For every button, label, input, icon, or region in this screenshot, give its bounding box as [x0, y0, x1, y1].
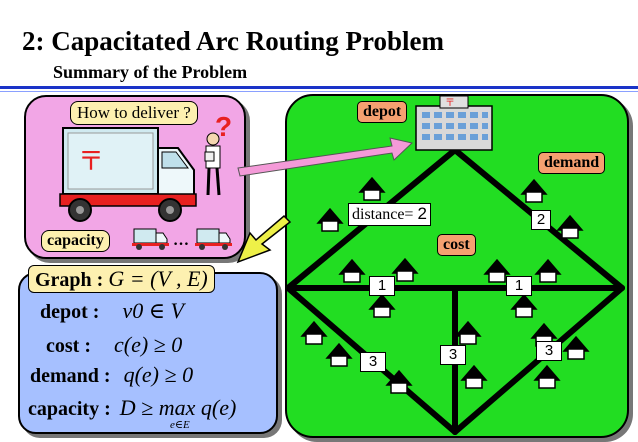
- arrow-to-definitions: [236, 214, 292, 264]
- depot-definition: depot : v0 ∈ V: [40, 298, 184, 324]
- page-subtitle: Summary of the Problem: [53, 62, 248, 82]
- edge-weight-label: 3: [536, 341, 562, 361]
- house-icon: [483, 258, 511, 283]
- question-mark-icon: ?: [215, 111, 233, 142]
- page-title: 2: Capacitated Arc Routing Problem: [22, 26, 444, 56]
- capacity-label: capacity :: [28, 398, 111, 420]
- edge-weight-label: 3: [440, 345, 466, 365]
- capacity-definition: capacity : D ≥ max q(e): [28, 395, 236, 421]
- depot-label: depot :: [40, 301, 100, 323]
- small-truck-icon: [195, 228, 232, 250]
- truck-icon: 〒: [59, 127, 197, 222]
- small-truck-icon: [132, 228, 169, 250]
- house-icon: [510, 293, 538, 318]
- house-icon: [358, 176, 386, 201]
- cost-tag: cost: [437, 234, 476, 256]
- title-divider-thin: [0, 91, 638, 92]
- demand-tag: demand: [538, 152, 606, 174]
- house-icon: [385, 369, 413, 394]
- cost-expression: c(e) ≥ 0: [113, 332, 183, 357]
- svg-text:〒: 〒: [445, 98, 455, 109]
- capacity-tag: capacity: [41, 230, 110, 252]
- edge-weight-label: 3: [360, 352, 386, 372]
- house-icon: [460, 364, 488, 389]
- edge-demand-label: 2: [531, 210, 551, 230]
- demand-label: demand :: [30, 365, 111, 387]
- house-icon: [454, 320, 482, 345]
- house-icon: [391, 257, 419, 282]
- house-icon: [300, 320, 328, 345]
- svg-text:〒: 〒: [78, 147, 104, 177]
- how-to-deliver-callout: How to deliver ?: [70, 101, 198, 125]
- fleet-ellipsis: …: [173, 232, 189, 249]
- cost-definition: cost : c(e) ≥ 0: [46, 332, 182, 358]
- title-divider: [0, 86, 638, 89]
- capacity-subscript: e∈E: [170, 419, 190, 431]
- house-icon: [368, 293, 396, 318]
- house-icon-group: [300, 176, 590, 394]
- depot-tag: depot: [357, 101, 408, 123]
- edge-weight-label: 1: [369, 276, 395, 296]
- graph-edges: [285, 147, 625, 435]
- cost-label: cost :: [46, 335, 91, 357]
- depot-expression: v0 ∈ V: [122, 298, 184, 323]
- demand-expression: q(e) ≥ 0: [123, 362, 194, 387]
- graph-label: Graph :: [35, 269, 104, 291]
- house-icon: [562, 335, 590, 360]
- house-icon: [520, 178, 548, 203]
- distance-value: 2: [417, 204, 427, 223]
- edge-weight-label: 1: [506, 276, 532, 296]
- distance-label: distance=2: [348, 203, 431, 226]
- demand-definition: demand : q(e) ≥ 0: [30, 362, 193, 388]
- arrow-to-depot: [237, 137, 414, 177]
- house-icon: [534, 258, 562, 283]
- house-icon: [338, 258, 366, 283]
- capacity-expression: D ≥ max q(e): [119, 395, 237, 420]
- house-icon: [316, 207, 344, 232]
- delivery-person-icon: [204, 132, 221, 196]
- graph-definition: Graph : G = (V , E): [28, 265, 215, 293]
- distance-label-text: distance=: [352, 206, 414, 223]
- house-icon: [325, 342, 353, 367]
- graph-expression: G = (V , E): [108, 266, 208, 291]
- house-icon: [533, 364, 561, 389]
- depot-building-icon: 〒: [415, 95, 493, 151]
- house-icon: [556, 214, 584, 239]
- definitions-panel: [18, 272, 278, 434]
